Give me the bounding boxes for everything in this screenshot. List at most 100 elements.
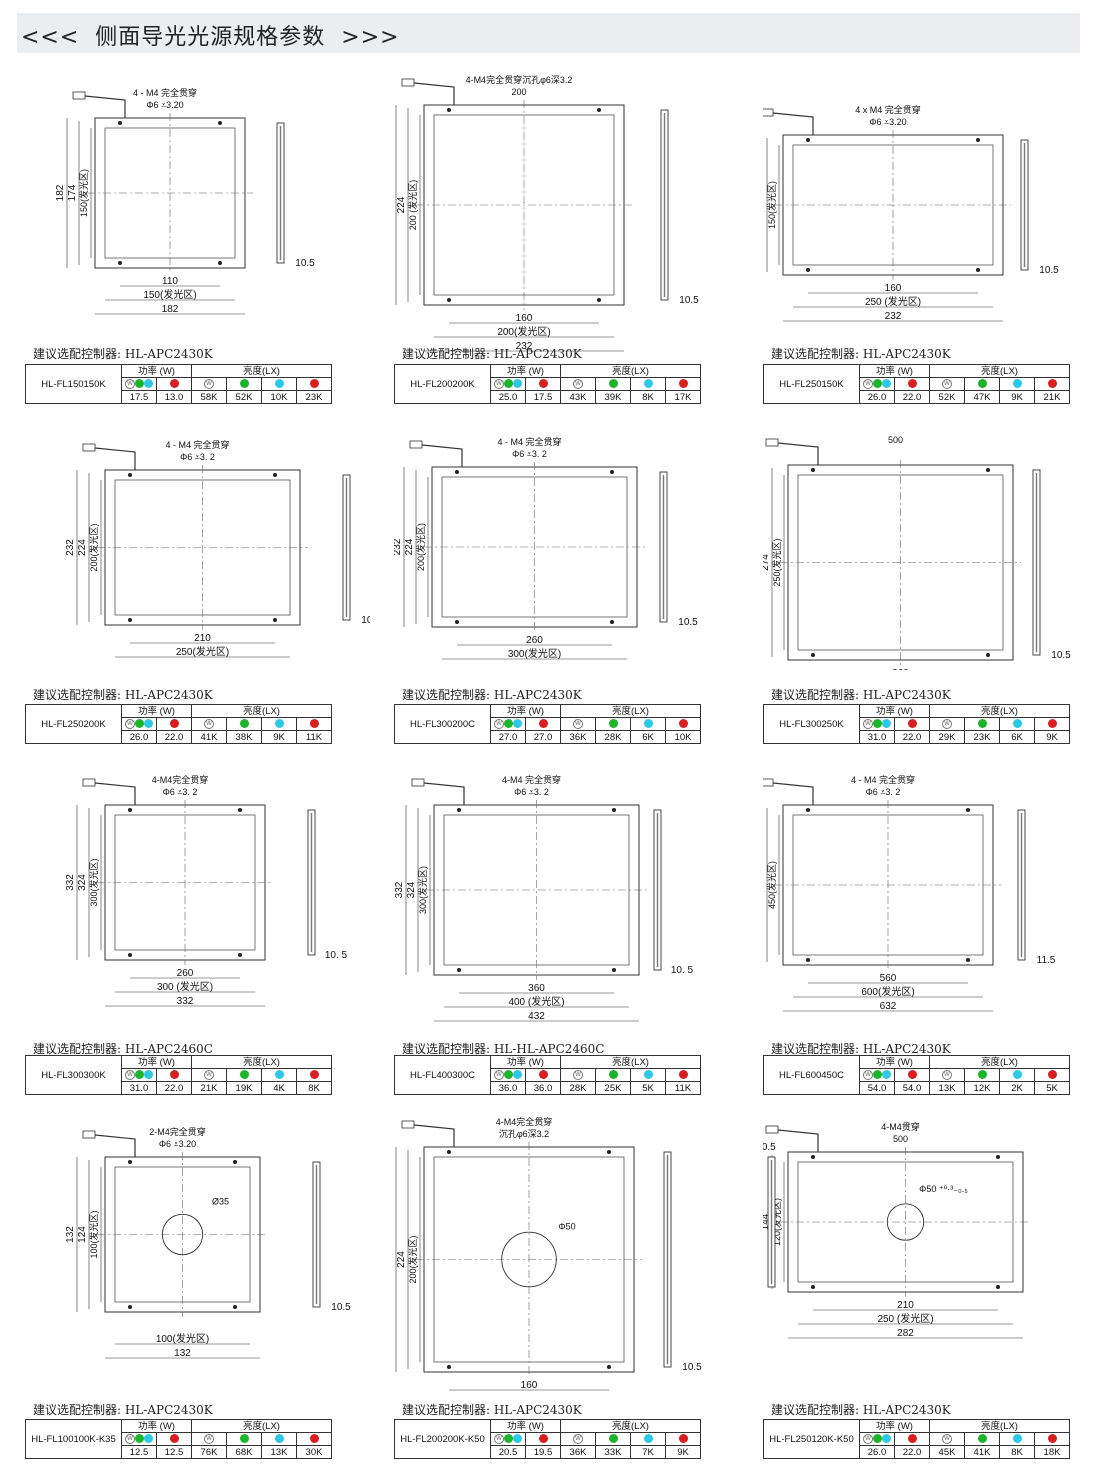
power-red-value: 22.0 bbox=[156, 1081, 192, 1095]
hole-note: 4 - M4 完全贯穿 bbox=[851, 774, 915, 785]
lux-cyan-icon bbox=[999, 377, 1035, 391]
lux-cyan-icon bbox=[630, 717, 666, 731]
lux-white-value: 76K bbox=[191, 1445, 227, 1459]
outer-height-dim: 182 bbox=[55, 184, 66, 201]
lux-white-value: 36K bbox=[560, 730, 596, 744]
controller-prefix: 建议选配控制器: bbox=[402, 1042, 494, 1056]
model-number: HL-FL300300K bbox=[25, 1055, 122, 1095]
controller-recommendation: 建议选配控制器: HL-APC2430K bbox=[402, 686, 582, 703]
mount-hole bbox=[806, 268, 810, 272]
power-red-value: 22.0 bbox=[894, 390, 930, 404]
lux-green-icon bbox=[964, 377, 1000, 391]
thickness-dim: 11.5 bbox=[1037, 955, 1056, 966]
controller-prefix: 建议选配控制器: bbox=[33, 688, 125, 702]
lux-cyan-value: 6K bbox=[999, 730, 1035, 744]
controller-model: HL-HL-APC2460C bbox=[493, 1042, 605, 1056]
mount-hole bbox=[811, 653, 815, 657]
red-led-icon bbox=[309, 1434, 319, 1444]
red-led-icon bbox=[1047, 1070, 1057, 1080]
controller-recommendation: 建议选配控制器: HL-APC2430K bbox=[771, 686, 951, 703]
white-led-icon: W bbox=[204, 1433, 214, 1444]
power-red-icon bbox=[894, 1068, 930, 1082]
green-led-icon bbox=[504, 379, 513, 389]
power-wgc-icons: W bbox=[121, 717, 157, 731]
red-led-icon bbox=[907, 719, 917, 729]
mount-hole bbox=[610, 620, 614, 624]
emit-height-dim: 450(发光区) bbox=[766, 861, 777, 909]
hole-note-depth: Φ6 ⩡3. 2 bbox=[866, 787, 901, 797]
mount-hole bbox=[447, 298, 451, 302]
center-hole-label: Φ50 ⁺⁰·³₋₀.₅ bbox=[919, 1184, 968, 1194]
green-led-icon bbox=[504, 1434, 513, 1444]
power-red-value: 12.5 bbox=[156, 1445, 192, 1459]
lux-red-value: 23K bbox=[296, 390, 332, 404]
lux-cyan-icon bbox=[630, 1432, 666, 1446]
cable bbox=[423, 782, 465, 805]
lux-header: 亮度(LX) bbox=[929, 364, 1070, 378]
model-number: HL-FL200200K bbox=[394, 364, 491, 404]
page-title: <<< 侧面导光光源规格参数 >>> bbox=[21, 25, 400, 50]
controller-recommendation: 建议选配控制器: HL-APC2430K bbox=[402, 345, 582, 362]
mount-hole bbox=[607, 1150, 611, 1154]
red-led-icon bbox=[907, 1070, 917, 1080]
lux-green-value: 68K bbox=[226, 1445, 262, 1459]
cable bbox=[94, 782, 136, 805]
controller-prefix: 建议选配控制器: bbox=[33, 347, 125, 361]
white-led-icon: W bbox=[573, 718, 583, 729]
emit-width-dim: 250 (发光区) bbox=[877, 1312, 933, 1325]
lux-white-value: 58K bbox=[191, 390, 227, 404]
power-red-icon bbox=[156, 717, 192, 731]
power-red-value: 54.0 bbox=[894, 1081, 930, 1095]
red-led-icon bbox=[169, 379, 179, 389]
power-wgc-icons: W bbox=[859, 1068, 895, 1082]
power-header: 功率 (W) bbox=[859, 1419, 930, 1433]
power-red-icon bbox=[156, 1432, 192, 1446]
hole-note: 4 - M4 完全贯穿 bbox=[497, 436, 561, 447]
thickness-dim: 10.5 bbox=[331, 1302, 351, 1313]
lux-cyan-icon bbox=[261, 377, 297, 391]
outer-width-dim: 432 bbox=[528, 1011, 545, 1022]
cyan-led-icon bbox=[144, 1070, 153, 1080]
green-led-icon bbox=[977, 1070, 987, 1080]
lux-white-icon: W bbox=[191, 1432, 227, 1446]
lux-cyan-value: 2K bbox=[999, 1081, 1035, 1095]
white-led-icon: W bbox=[863, 1433, 873, 1444]
hole-width-dim: 260 bbox=[892, 668, 909, 670]
inner-height-dim: 274 bbox=[763, 554, 771, 571]
connector bbox=[401, 78, 415, 87]
hole-note: 4 x M4 完全贯穿 bbox=[855, 104, 921, 115]
mount-hole bbox=[612, 808, 616, 812]
power-red-icon bbox=[156, 1068, 192, 1082]
controller-prefix: 建议选配控制器: bbox=[33, 1042, 125, 1056]
emit-height-dim: 150(发光区) bbox=[766, 181, 777, 229]
controller-recommendation: 建议选配控制器: HL-APC2430K bbox=[33, 1401, 213, 1418]
green-led-icon bbox=[977, 1434, 987, 1444]
lux-red-icon bbox=[1034, 1068, 1070, 1082]
mount-hole bbox=[273, 473, 277, 477]
mount-hole bbox=[966, 958, 970, 962]
mount-hole bbox=[612, 968, 616, 972]
cyan-led-icon bbox=[643, 719, 653, 729]
hole-width-dim: 160 bbox=[521, 1380, 538, 1391]
hole-note: 500 bbox=[888, 435, 903, 445]
thickness-dim: 10.5 bbox=[1051, 650, 1071, 661]
power-red-icon bbox=[525, 377, 561, 391]
controller-prefix: 建议选配控制器: bbox=[33, 1403, 125, 1417]
power-header: 功率 (W) bbox=[490, 704, 561, 718]
lux-cyan-icon bbox=[261, 1068, 297, 1082]
cyan-led-icon bbox=[882, 1070, 891, 1080]
model-number: HL-FL250150K bbox=[763, 364, 860, 404]
green-led-icon bbox=[239, 719, 249, 729]
mount-hole bbox=[811, 1155, 815, 1159]
lux-green-icon bbox=[595, 1432, 631, 1446]
center-hole-label: Ø35 bbox=[212, 1197, 229, 1207]
power-red-value: 22.0 bbox=[894, 730, 930, 744]
lux-white-value: 41K bbox=[191, 730, 227, 744]
lux-white-value: 13K bbox=[929, 1081, 965, 1095]
emit-width-dim: 600(发光区) bbox=[861, 985, 914, 998]
red-led-icon bbox=[169, 1070, 179, 1080]
